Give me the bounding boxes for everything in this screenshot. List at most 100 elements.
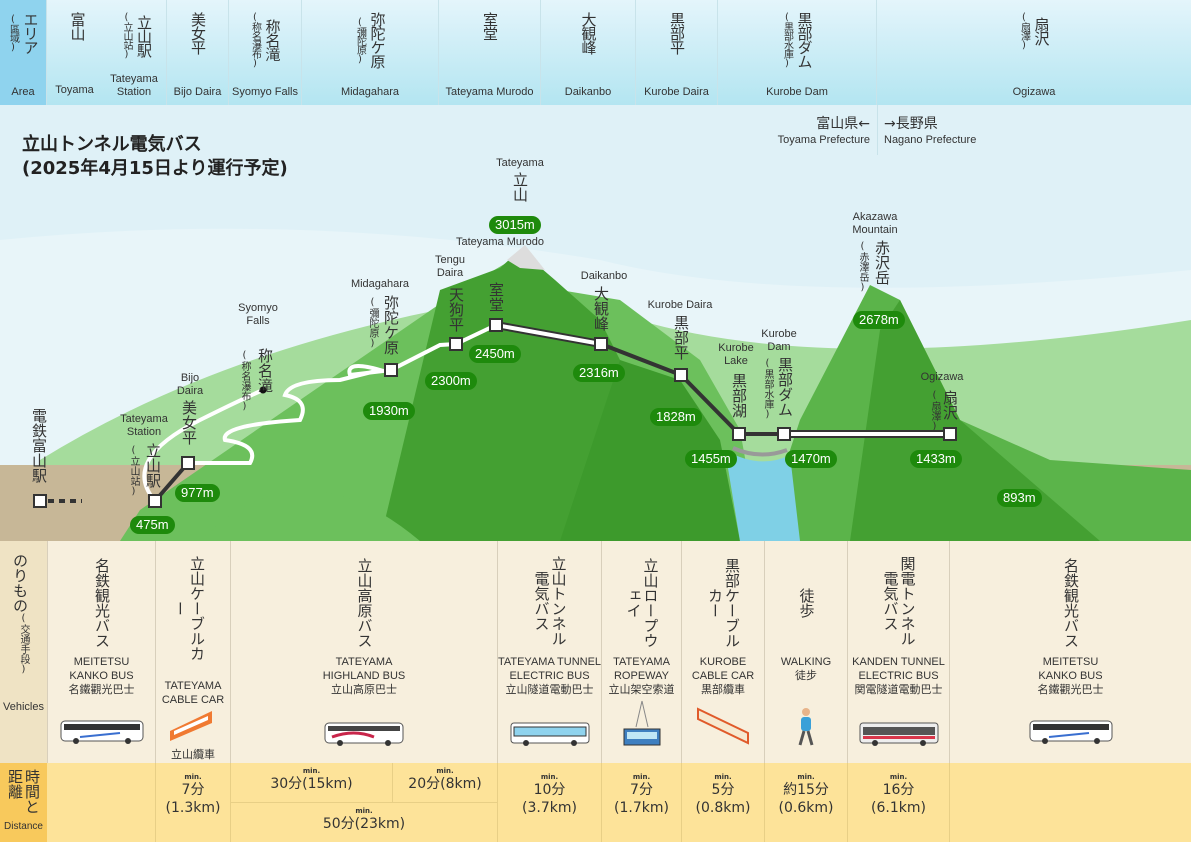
vehicle-name-en2: ROPEWAY [613, 670, 669, 682]
altitude-kurobe-dam: 1470m [785, 450, 837, 468]
time-distance: 50分(23km) [322, 816, 406, 832]
vehicle-name-en: TATEYAMA TUNNEL [497, 656, 602, 668]
vehicle-name-ja: 立山ロープウェイ [624, 558, 660, 648]
label-dentetsu-toyama: 電鉄富山駅 [30, 408, 48, 483]
vehicle-name-en2: KANKO BUS [69, 670, 134, 682]
time-distance: 30分(15km) [270, 776, 353, 792]
min-label: min. [355, 807, 373, 815]
area-sub: (區域) [7, 14, 19, 52]
vehicle-name-en: TATEYAMA [613, 656, 670, 668]
vehicle-name-en2: CABLE CAR [691, 670, 755, 682]
area-ogizawa-en: Ogizawa [1012, 86, 1056, 98]
altitude-tateyama: 475m [130, 516, 175, 534]
altitude-tengu: 2300m [425, 372, 477, 390]
station-bijo[interactable] [181, 456, 195, 470]
label-midagahara-en: Midagahara [350, 278, 410, 290]
akazawa-dark [850, 300, 1100, 541]
station-kurobe-dam[interactable] [777, 427, 791, 441]
label-syomyo-en: Syomyo Falls [238, 302, 278, 327]
label-akazawa-en: Akazawa Mountain [852, 211, 898, 236]
station-ogizawa[interactable] [943, 427, 957, 441]
label-kurobe-dam-ja: 黒部ダム [776, 357, 794, 417]
title-line1: 立山トンネル電気バス [22, 134, 202, 155]
vehicles-label-sub: (交通手段) [18, 613, 29, 675]
toyama-prefecture: 富山県←Toyama Prefecture [740, 116, 870, 148]
vehicle-name-zh: 立山高原巴士 [331, 684, 397, 696]
time: 10分 [533, 782, 566, 798]
vehicle-name-ja: 徒歩 [797, 588, 816, 618]
vehicle-name-zh: 立山架空索道 [608, 684, 675, 696]
vehicle-tateyama-ropeway[interactable]: 立山ロープウェイ TATEYAMA ROPEWAY 立山架空索道 [601, 541, 681, 763]
time-distance: 20分(8km) [408, 776, 482, 792]
area-toyama-tateyama: 富山 (立山站)立山駅 Toyama Tateyama Station [47, 0, 167, 105]
vehicle-name-en2: ELECTRIC BUS [858, 670, 939, 682]
area-daikanbo-ja: 大観峰 [579, 12, 598, 54]
time: 5分 [711, 782, 735, 798]
tateyama-dark [380, 250, 650, 541]
area-murodo-en: Tateyama Murodo [445, 86, 534, 98]
label-kurobe-lake-ja: 黒部湖 [730, 373, 748, 418]
min-label: min. [184, 773, 202, 781]
area-daikanbo-en: Daikanbo [564, 86, 612, 98]
cable-car-icon [697, 707, 749, 745]
station-murodo[interactable] [489, 318, 503, 332]
label-syomyo-ja: 称名滝 [256, 348, 274, 393]
altitude-akazawa: 2678m [853, 311, 905, 329]
station-kurobedaira[interactable] [674, 368, 688, 382]
area-midagahara-en: Midagahara [340, 86, 400, 98]
label-tateyama-ja: 立山駅 [144, 443, 162, 488]
vehicle-name-ja: 名鉄観光バス [93, 558, 111, 648]
station-dentetsu-toyama[interactable] [33, 494, 47, 508]
title-subtitle: (2025年4月15日より運行予定) [22, 158, 288, 179]
min-label: min. [302, 767, 321, 775]
distance: (0.8km) [695, 800, 751, 816]
vehicle-name-en: KUROBE [699, 656, 747, 668]
area-header: (區域)エリア Area 富山 (立山站)立山駅 Toyama Tateyama… [0, 0, 1191, 105]
label-kurobedaira-en: Kurobe Daira [647, 299, 713, 311]
station-kurobe-lake[interactable] [732, 427, 746, 441]
altitude-kurobedaira: 1828m [650, 408, 702, 426]
vehicle-name-en2: CABLE CAR [161, 694, 225, 706]
station-daikanbo[interactable] [594, 337, 608, 351]
nagano-pref-en: Nagano Prefecture [884, 134, 977, 146]
station-tateyama[interactable] [148, 494, 162, 508]
label-kurobe-dam-en: Kurobe Dam [761, 328, 797, 353]
area-kurobedaira-ja: 黒部平 [668, 12, 686, 54]
kurobe-lake [725, 450, 800, 541]
distance-cable-car: min.7分(1.3km) [155, 763, 230, 842]
station-tengu[interactable] [449, 337, 463, 351]
station-midagahara[interactable] [384, 363, 398, 377]
electric-bus-icon [859, 722, 938, 746]
vehicle-name-en: MEITETSU [1042, 656, 1099, 668]
area-syomyo-sub: (称名瀑布) [249, 12, 261, 68]
area-midagahara-ja: 弥陀ケ原 [368, 12, 387, 68]
altitude-daikanbo: 2316m [573, 364, 625, 382]
vehicle-name-en: TATEYAMA [335, 656, 393, 668]
area-tateyama-sub: (立山站) [121, 12, 132, 59]
area-bijo-en: Bijo Daira [173, 86, 222, 98]
label-bijo-ja: 美女平 [180, 400, 198, 445]
label-midagahara-ja: 弥陀ケ原 [382, 295, 400, 355]
walking-person-icon [798, 708, 814, 746]
altitude-tateyama-peak: 3015m [489, 216, 541, 234]
syomyo-falls-marker [259, 386, 267, 394]
area-ja: エリア [21, 12, 40, 54]
min-label: min. [540, 773, 559, 781]
distance: (3.7km) [522, 800, 577, 816]
label-akazawa-ja: 赤沢岳 [873, 240, 891, 285]
vehicle-name-en2: ELECTRIC BUS [509, 670, 590, 682]
distance-ropeway: min.7分(1.7km) [601, 763, 681, 842]
label-ogizawa-sub: (扇澤) [929, 390, 940, 432]
